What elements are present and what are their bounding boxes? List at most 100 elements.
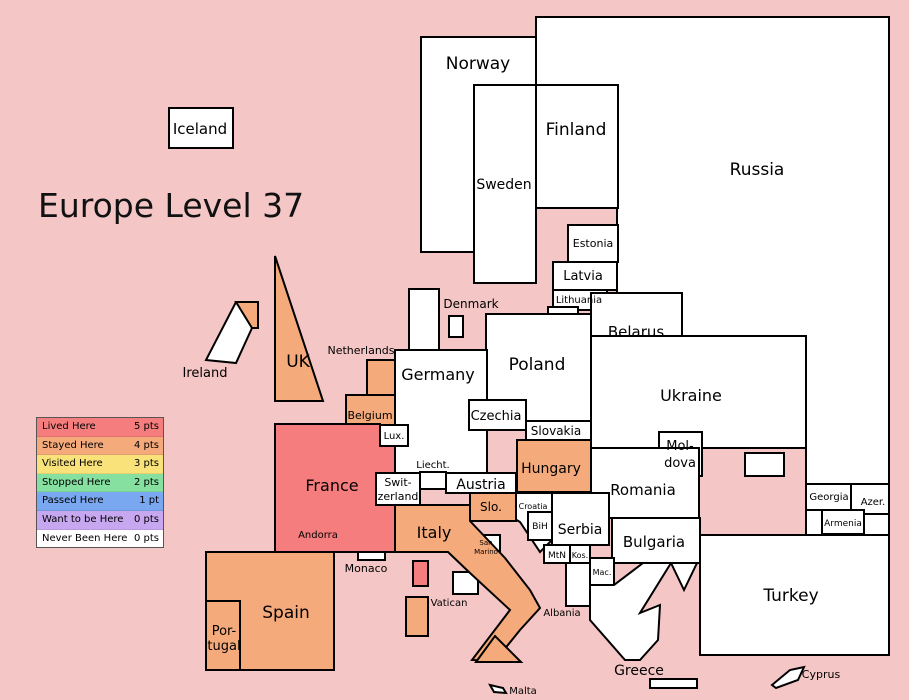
country-ukraine[interactable]	[590, 335, 807, 449]
country-hungary[interactable]	[516, 439, 592, 493]
label-slovakia: Slovakia	[531, 424, 581, 438]
legend-points: 0 pts	[133, 513, 159, 525]
label-azer: Azer.	[861, 497, 886, 508]
country-azerbaijan[interactable]	[850, 483, 890, 515]
label-albania: Albania	[543, 608, 580, 619]
country-liechtenstein[interactable]	[419, 471, 447, 490]
legend-label: Never Been Here	[42, 532, 128, 544]
legend-points: 1 pt	[139, 495, 159, 507]
label-france: France	[305, 476, 358, 495]
label-san-marino-2: Marino	[474, 548, 498, 556]
legend-label: Want to be Here	[42, 513, 124, 525]
label-ukraine: Ukraine	[660, 386, 722, 405]
label-mtn: MtN	[548, 551, 566, 561]
legend-points: 4 pts	[133, 439, 159, 451]
label-serbia: Serbia	[558, 522, 603, 538]
legend-label: Visited Here	[42, 458, 103, 470]
country-ireland-part[interactable]	[234, 301, 259, 329]
label-finland: Finland	[546, 120, 607, 140]
country-italy[interactable]	[394, 504, 542, 663]
country-vatican[interactable]	[452, 571, 479, 595]
country-iceland[interactable]	[168, 107, 234, 149]
label-cyprus: Cyprus	[802, 668, 841, 681]
label-mac: Mac.	[593, 568, 612, 577]
label-netherlands: Netherlands	[327, 344, 394, 357]
legend-label: Lived Here	[42, 421, 96, 432]
label-lithuania: Lithuania	[556, 295, 602, 306]
map-title: Europe Level 37	[38, 186, 305, 225]
label-bih: BiH	[532, 522, 547, 532]
country-cyprus[interactable]	[770, 665, 806, 690]
label-san-marino-1: San	[479, 539, 492, 547]
country-denmark-main[interactable]	[408, 288, 440, 351]
label-monaco: Monaco	[345, 562, 388, 575]
country-france[interactable]	[274, 423, 396, 553]
label-lux: Lux.	[384, 431, 405, 442]
country-serbia[interactable]	[551, 492, 610, 546]
label-slovenia: Slo.	[480, 500, 502, 514]
label-portugal-2: tugal	[207, 639, 240, 654]
label-malta: Malta	[509, 686, 537, 697]
label-andorra: Andorra	[298, 530, 338, 541]
country-bih[interactable]	[527, 511, 553, 541]
label-switzerland-2: zerland	[378, 490, 419, 503]
label-georgia: Georgia	[809, 492, 848, 503]
legend: Lived Here 5 pts Stayed Here 4 pts Visit…	[36, 417, 164, 549]
label-latvia: Latvia	[563, 269, 603, 284]
country-latvia[interactable]	[552, 261, 618, 291]
label-bulgaria: Bulgaria	[623, 533, 685, 551]
country-bulgaria[interactable]	[611, 517, 701, 564]
legend-row: Stopped Here 2 pts	[37, 473, 163, 493]
legend-points: 3 pts	[133, 458, 159, 470]
legend-row: Lived Here 5 pts	[37, 418, 163, 437]
country-uk[interactable]	[274, 255, 325, 402]
label-denmark: Denmark	[443, 297, 498, 311]
legend-points: 0 pts	[133, 532, 159, 544]
label-portugal-1: Por-	[212, 624, 237, 639]
country-estonia[interactable]	[567, 224, 619, 263]
country-sardinia[interactable]	[405, 596, 429, 637]
label-turkey: Turkey	[762, 586, 818, 606]
label-uk: UK	[286, 352, 310, 372]
country-greece[interactable]	[589, 562, 673, 661]
country-albania[interactable]	[565, 562, 591, 607]
label-vatican: Vatican	[431, 598, 468, 609]
label-belarus: Belarus	[608, 323, 665, 341]
legend-row: Stayed Here 4 pts	[37, 436, 163, 456]
legend-row: Want to be Here 0 pts	[37, 510, 163, 530]
label-germany: Germany	[401, 365, 475, 384]
country-czechia[interactable]	[468, 399, 527, 431]
country-greece-islands[interactable]	[669, 562, 699, 593]
label-italy: Italy	[417, 523, 452, 542]
country-malta[interactable]	[487, 683, 508, 695]
country-finland[interactable]	[535, 84, 619, 209]
label-estonia: Estonia	[573, 237, 614, 250]
label-greece: Greece	[614, 663, 664, 679]
label-austria: Austria	[456, 477, 505, 493]
label-moldova-1: Mol-	[666, 439, 694, 454]
legend-row: Never Been Here 0 pts	[37, 529, 163, 548]
legend-row: Passed Here 1 pt	[37, 492, 163, 511]
country-sicily[interactable]	[474, 634, 524, 663]
legend-points: 2 pts	[133, 476, 159, 488]
label-armenia: Armenia	[824, 519, 862, 529]
label-sweden: Sweden	[476, 177, 531, 193]
label-spain: Spain	[262, 603, 310, 623]
country-greece-crete[interactable]	[649, 678, 698, 689]
label-iceland: Iceland	[173, 120, 227, 138]
country-portugal[interactable]	[205, 600, 241, 671]
label-norway: Norway	[446, 54, 511, 74]
label-croatia: Croatia	[519, 502, 548, 511]
country-sweden[interactable]	[473, 84, 537, 284]
label-ireland: Ireland	[183, 366, 228, 381]
label-czechia: Czechia	[471, 409, 522, 424]
label-kos: Kos.	[572, 551, 588, 560]
country-crimea[interactable]	[744, 452, 785, 477]
country-turkey[interactable]	[699, 534, 890, 656]
label-hungary: Hungary	[521, 461, 581, 477]
legend-row: Visited Here 3 pts	[37, 455, 163, 474]
country-corsica[interactable]	[412, 560, 429, 587]
country-denmark-island[interactable]	[448, 315, 464, 338]
legend-points: 5 pts	[133, 421, 159, 432]
